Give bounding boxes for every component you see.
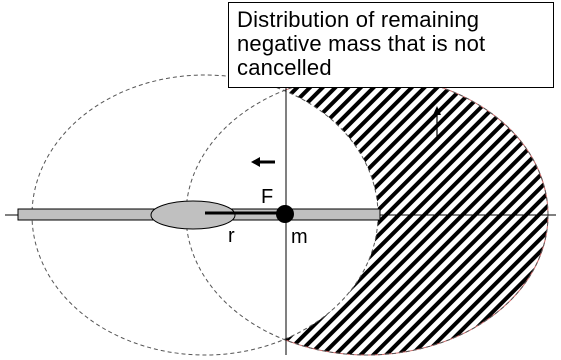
point-mass — [276, 205, 294, 223]
radius-label: r — [228, 225, 235, 247]
caption-line-2: negative mass that is not — [237, 31, 486, 56]
caption-box: Distribution of remaining negative mass … — [228, 2, 554, 88]
left-arrow-icon — [251, 157, 275, 167]
force-label: F — [261, 186, 273, 208]
lens-shape — [150, 200, 236, 230]
mass-label: m — [291, 226, 308, 248]
caption-line-1: Distribution of remaining — [237, 7, 480, 32]
caption-line-3: cancelled — [237, 55, 332, 80]
up-arrow-icon — [433, 106, 441, 138]
